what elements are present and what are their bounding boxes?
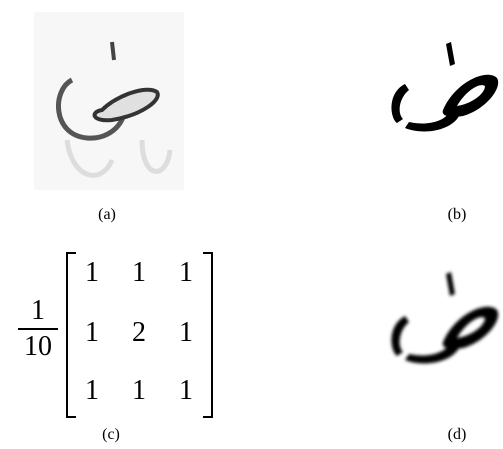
matrix-cell: 2 bbox=[132, 317, 146, 348]
matrix-cell: 1 bbox=[179, 257, 193, 288]
caption-c: (c) bbox=[102, 426, 120, 443]
image-a-grayscale-glyph bbox=[32, 10, 188, 192]
matrix-cell: 1 bbox=[85, 375, 99, 406]
image-d-smoothed-glyph bbox=[385, 266, 503, 384]
caption-d: (d) bbox=[447, 426, 467, 443]
kernel-fraction: 1 10 bbox=[14, 296, 62, 362]
matrix-cell: 1 bbox=[85, 257, 99, 288]
matrix-cell: 1 bbox=[179, 317, 193, 348]
matrix-cell: 1 bbox=[179, 375, 193, 406]
matrix-right-bracket bbox=[203, 252, 213, 418]
matrix-cell: 1 bbox=[85, 317, 99, 348]
fraction-denominator: 10 bbox=[24, 331, 52, 362]
matrix-cell: 1 bbox=[132, 375, 146, 406]
image-b-binary-glyph bbox=[385, 38, 503, 148]
filter-kernel: 1 10 1 1 1 1 2 1 1 1 1 bbox=[14, 252, 219, 422]
fraction-numerator: 1 bbox=[31, 295, 45, 326]
fraction-bar bbox=[18, 328, 58, 330]
matrix-left-bracket bbox=[66, 252, 76, 418]
matrix-cell: 1 bbox=[132, 257, 146, 288]
caption-a: (a) bbox=[98, 206, 116, 223]
caption-b: (b) bbox=[447, 206, 467, 223]
